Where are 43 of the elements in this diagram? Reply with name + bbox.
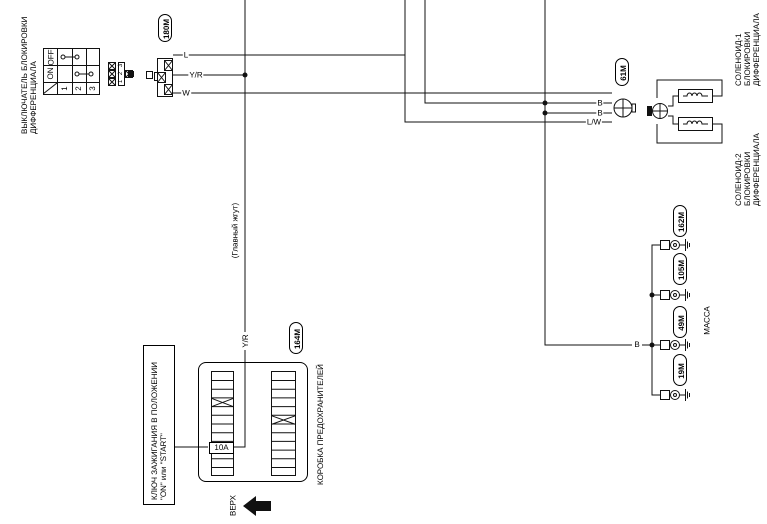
- wire: [652, 344, 660, 396]
- component-label: СОЛЕНОИД-1 БЛОКИРОВКИ ДИФФЕРЕНЦИАЛА: [732, 12, 762, 86]
- table-header: 2: [73, 85, 84, 93]
- component-label: ВЫКЛЮЧАТЕЛЬ БЛОКИРОВКИ ДИФФЕРЕНЦИАЛА: [19, 16, 39, 134]
- edge-label: W: [181, 88, 191, 98]
- wire: [652, 244, 660, 296]
- fuse-box-label: КОРОБКА ПРЕДОХРАНИТЕЛЕЙ: [314, 363, 326, 485]
- table-header: 3: [87, 85, 98, 93]
- connector-code: 61M: [615, 58, 629, 86]
- edge-label: L: [182, 50, 190, 60]
- connector-code: 19M: [673, 354, 687, 386]
- box-text: КЛЮЧ ЗАЖИГАНИЯ В ПОЛОЖЕНИИ "ON" или "START": [149, 361, 169, 500]
- wire: [668, 96, 678, 106]
- wire: [424, 0, 612, 104]
- fuse: 10A: [209, 442, 234, 454]
- wire: [172, 54, 406, 56]
- direction-label: ВЕРХ: [227, 494, 238, 518]
- connector-code: 49M: [673, 306, 687, 338]
- wire: [172, 92, 612, 94]
- table-header: 1: [59, 85, 70, 93]
- table-header: ON: [45, 66, 56, 82]
- table-header: OFF: [45, 49, 56, 65]
- wire: [174, 446, 208, 448]
- connector-code: 162M: [673, 205, 687, 237]
- ground-label: МАССА: [701, 304, 712, 336]
- edge-label: B: [596, 108, 604, 118]
- connector-code: 164M: [289, 322, 303, 354]
- wire: [668, 116, 678, 124]
- ignition-switch-box: [143, 345, 175, 505]
- edge-label: Y/R: [239, 332, 251, 350]
- connector-code: 105M: [673, 253, 687, 285]
- wire-label: B: [632, 340, 642, 350]
- connector-code: 180M: [158, 14, 172, 42]
- edge-label: B: [596, 98, 604, 108]
- edge-label: Y/R: [188, 70, 204, 80]
- wire: [656, 80, 722, 98]
- wire: [232, 0, 246, 448]
- wire: [404, 0, 612, 122]
- wire: [656, 124, 722, 144]
- wire: [172, 72, 248, 78]
- component-label: СОЛЕНОИД-2 БЛОКИРОВКИ ДИФФЕРЕНЦИАЛА: [732, 132, 762, 206]
- edge-label: L/W: [586, 118, 602, 126]
- harness-label: (Главный жгут): [229, 201, 240, 260]
